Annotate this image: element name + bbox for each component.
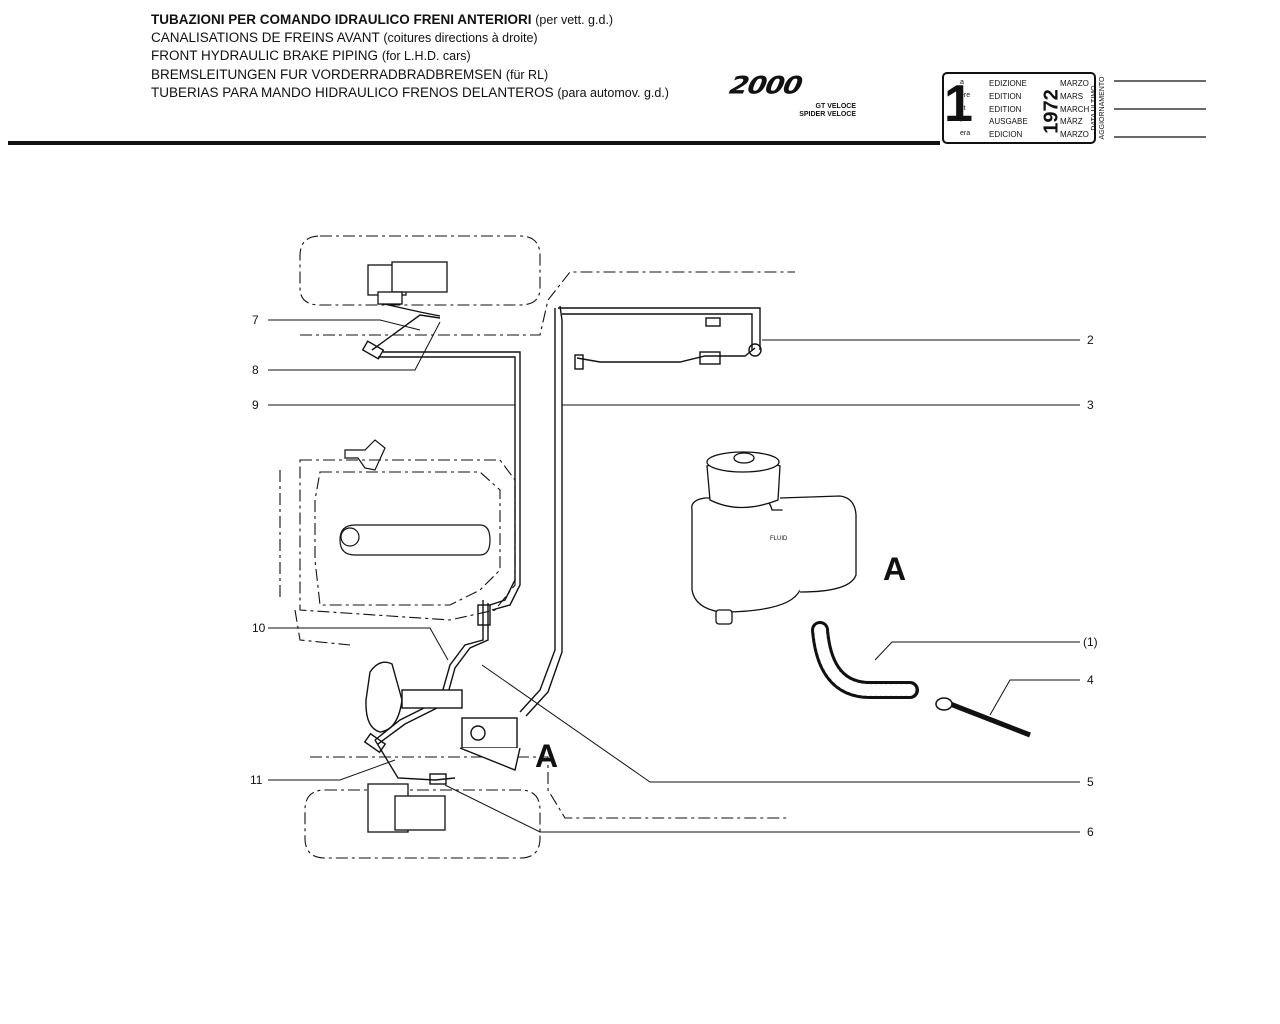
edition-ordinal-es: era [960,130,971,137]
front-right-caliper [391,261,448,293]
edition-month-es: MARZO [1060,130,1089,139]
edition-number: 1 [944,75,973,133]
pipe-2-line [558,307,761,350]
pipe-10-line [374,600,484,741]
body-outline-lower [310,756,790,819]
bracket-foot [459,747,521,771]
callout-leader-11 [268,759,396,781]
edition-ordinal-en: st [960,105,966,112]
title-english: FRONT HYDRAULIC BRAKE PIPING (for L.H.D.… [151,48,471,64]
engine-outline-front [279,470,351,646]
fr-hose-fitting [361,340,385,360]
edition-ordinal-it: a [960,79,964,86]
callout-leader-7 [268,319,421,331]
callout-leader-10 [268,627,449,661]
callout-8: 8 [252,363,259,377]
fl-pipe-union [429,773,447,785]
brake-servo [365,661,403,733]
view-marker-assembly: A [535,738,558,774]
edition-ordinal-de: . [960,117,962,124]
reservoir-outlet [715,609,733,625]
brake-valve-bracket [461,717,518,749]
title-french: CANALISATIONS DE FREINS AVANT (coitures … [151,30,538,46]
callout-9: 9 [252,398,259,412]
title-block: TUBAZIONI PER COMANDO IDRAULICO FRENI AN… [151,11,669,102]
fluid-reservoir-second [779,495,857,593]
model-line-2: SPIDER VELOCE [799,110,856,118]
pipe-11-line [374,739,456,781]
pipe-clip [705,317,721,327]
pipe-2-junction [748,343,762,357]
engine-oil-cap [340,527,360,547]
edition-month-it: MARZO [1060,79,1089,88]
pipe-2-line-b [562,313,753,350]
reservoir-label: FLUID [770,536,788,542]
callout-11: 11 [250,773,263,787]
reservoir-cap-knob [733,452,755,464]
pipe-3-line [519,308,556,713]
pipe-3-line-b [525,305,563,717]
edition-month-de: MÄRZ [1060,117,1083,126]
edition-ordinal-fr: ere [960,92,971,99]
title-spanish: TUBERIAS PARA MANDO HIDRAULICO FRENOS DE… [151,84,669,100]
model-name: GT VELOCE SPIDER VELOCE [790,103,856,118]
callout-2: 2 [1087,333,1094,347]
model-line-1: GT VELOCE [815,103,856,110]
callout-leader-8 [268,321,441,371]
edition-month-en: MARCH [1060,105,1090,114]
front-left-caliper [394,795,446,831]
engine-outline-inner [314,471,501,606]
brake-valve-fitting [470,725,486,741]
edition-word-en: EDITION [989,105,1022,114]
callout-3: 3 [1087,398,1094,412]
view-marker-detail: A [883,551,906,587]
feed-pipe-4 [939,697,1031,738]
edition-word-es: EDICION [989,130,1023,139]
callout-4: 4 [1087,673,1094,687]
title-italian: TUBAZIONI PER COMANDO IDRAULICO FRENI AN… [151,12,614,27]
pipe-9-line [378,356,516,606]
body-outline-upper [300,271,795,336]
title-german: BREMSLEITUNGEN FUR VORDERRADBRADBREMSEN … [151,66,549,82]
front-right-caliper-mount [377,291,403,305]
callout-10: 10 [252,621,266,635]
edition-month-fr: MARS [1060,92,1084,101]
edition-box [942,72,1096,144]
pipe-10-line-b [377,603,489,745]
pipe-union [477,604,491,626]
fl-hose-fitting [363,732,387,754]
master-cylinder [401,689,463,709]
callout-leader-4 [989,679,1080,716]
pipe-fr-flex-bracket [383,303,441,317]
pipe-9-line-b [383,351,521,611]
callout-7: 7 [252,313,259,327]
engine-breather [344,439,386,471]
brake-switch-connector [574,354,584,370]
callout-5: 5 [1087,775,1094,789]
edition-word-it: EDIZIONE [989,79,1027,88]
callout-leader-5 [481,664,1080,783]
edition-word-fr: EDITION [989,92,1022,101]
callout-1: (1) [1083,635,1098,649]
callout-leader-1 [874,641,1080,661]
brake-switch [699,351,721,365]
brake-switch-line [576,347,756,363]
front-left-wheel-outline [304,789,541,859]
pipe-fr-caliper-feed [371,314,441,351]
header-rule [8,141,940,145]
reservoir-hose-texture [814,624,916,696]
engine-cam-cover [339,524,491,556]
feed-pipe-end [935,697,953,711]
front-right-wheel-outline [299,235,541,306]
callout-6: 6 [1087,825,1094,839]
engine-outline-outer [299,459,516,621]
callout-leader-6 [444,784,1080,833]
edition-word-de: AUSGABE [989,117,1028,126]
